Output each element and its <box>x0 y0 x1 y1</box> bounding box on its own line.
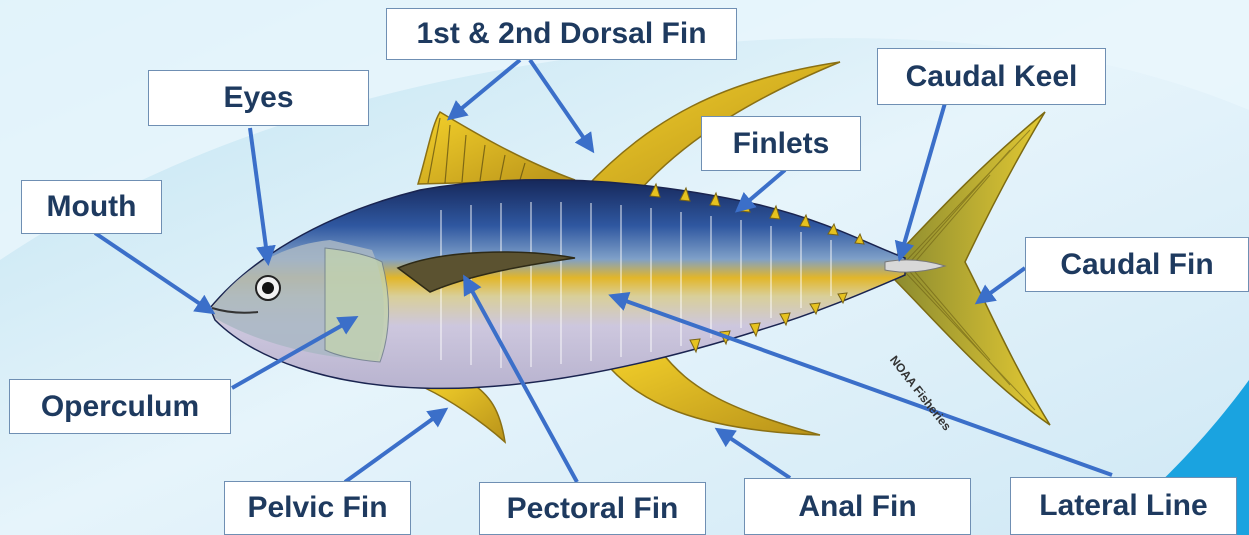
label-operculum: Operculum <box>9 379 231 434</box>
label-caudal-fin: Caudal Fin <box>1025 237 1249 292</box>
eye-pupil <box>262 282 274 294</box>
label-eyes: Eyes <box>148 70 369 126</box>
label-caudal-keel: Caudal Keel <box>877 48 1106 105</box>
label-finlets: Finlets <box>701 116 861 171</box>
label-pectoral-fin: Pectoral Fin <box>479 482 706 535</box>
label-mouth: Mouth <box>21 180 162 234</box>
operculum-shape <box>325 248 389 362</box>
label-dorsal-fin: 1st & 2nd Dorsal Fin <box>386 8 737 60</box>
label-pelvic-fin: Pelvic Fin <box>224 481 411 535</box>
label-lateral-line: Lateral Line <box>1010 477 1237 535</box>
label-anal-fin: Anal Fin <box>744 478 971 535</box>
